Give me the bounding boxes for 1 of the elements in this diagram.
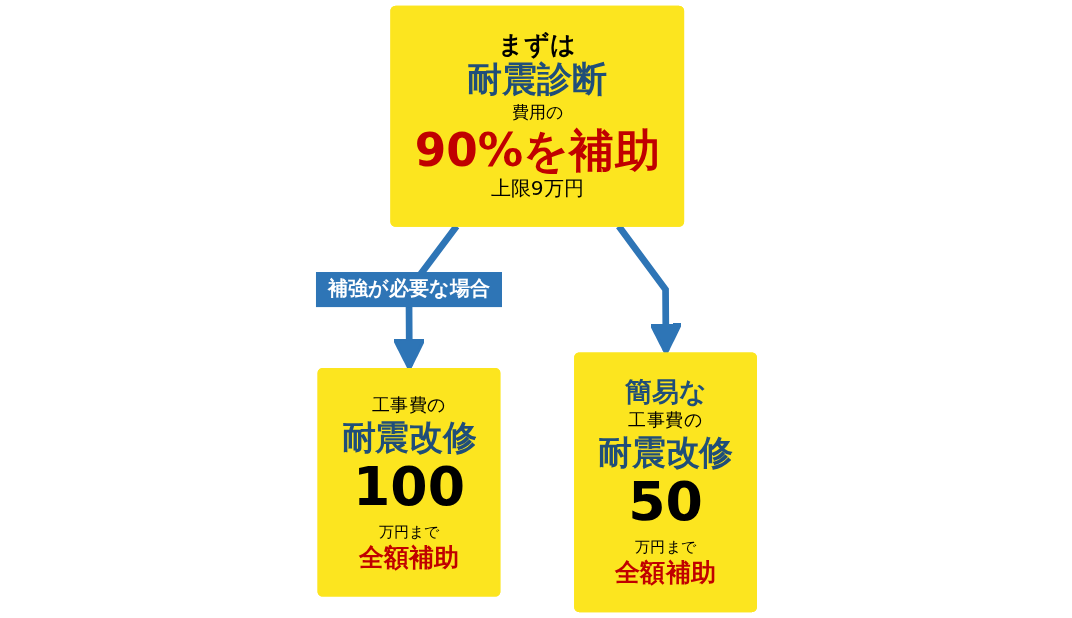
edge-label: 補強が必要な場合 [327,277,491,301]
